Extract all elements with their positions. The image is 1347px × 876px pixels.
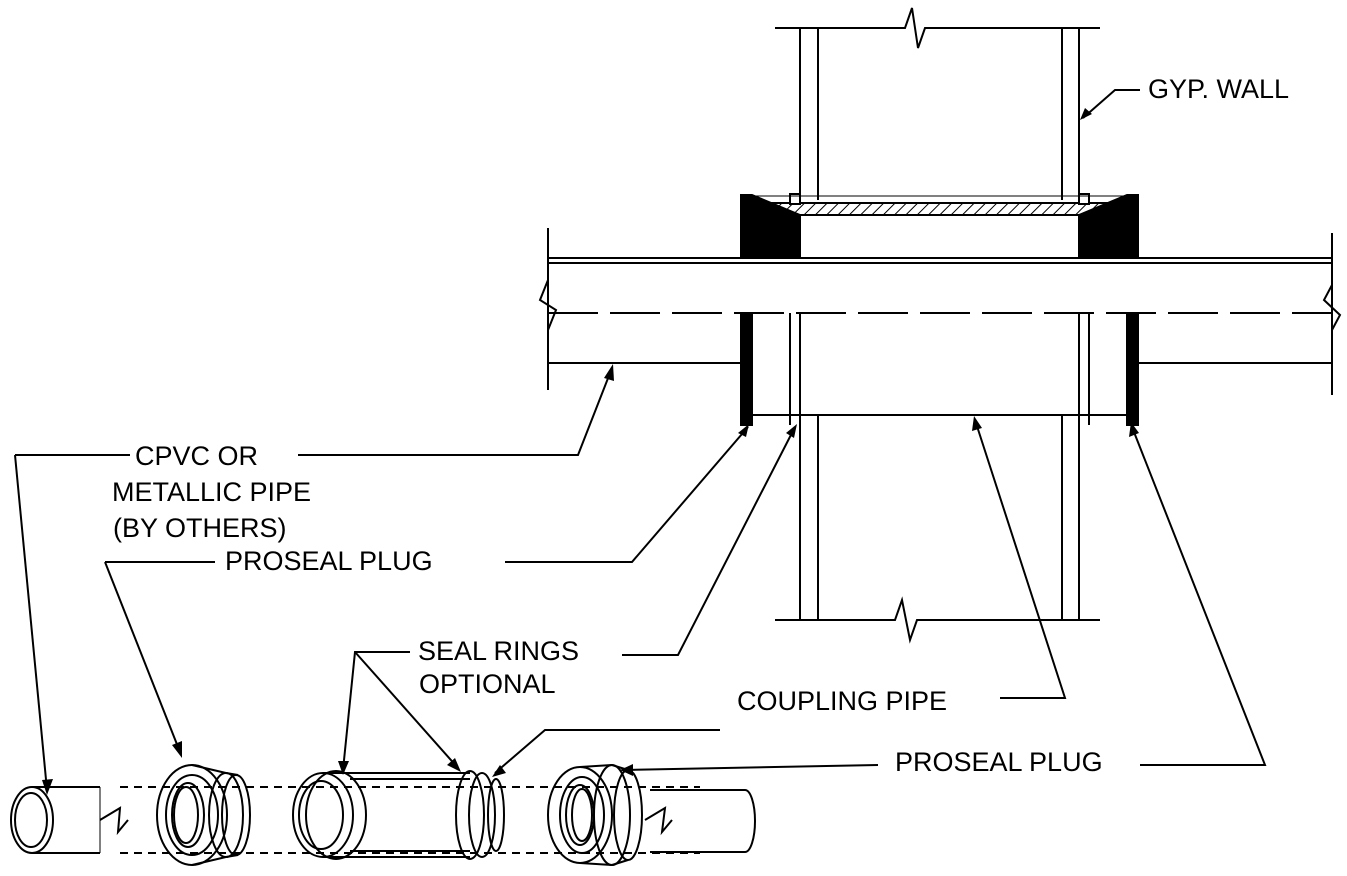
label-proseal-plug-left: PROSEAL PLUG bbox=[225, 546, 433, 576]
leader-lines bbox=[14, 89, 1267, 791]
label-coupling-pipe: COUPLING PIPE bbox=[737, 686, 948, 716]
coupling-pipe-section bbox=[752, 313, 1127, 425]
proseal-plug-top-right bbox=[1078, 194, 1139, 259]
leader-arrowheads bbox=[42, 108, 1139, 795]
label-seal-rings-line2: OPTIONAL bbox=[419, 669, 556, 699]
exploded-assembly bbox=[10, 764, 756, 866]
proseal-plug-top-left bbox=[740, 194, 801, 259]
pipe-section bbox=[538, 228, 1342, 395]
label-pipe-line1: CPVC OR bbox=[135, 441, 259, 471]
sleeve-hatched-section bbox=[751, 202, 1131, 216]
proseal-plug-bottom-left bbox=[740, 312, 753, 426]
label-seal-rings-line1: SEAL RINGS bbox=[418, 636, 580, 666]
proseal-plug-bottom-right bbox=[1126, 312, 1139, 426]
label-proseal-plug-right: PROSEAL PLUG bbox=[895, 747, 1103, 777]
label-gyp-wall: GYP. WALL bbox=[1148, 74, 1290, 104]
gypsum-wall-lower bbox=[775, 415, 1100, 644]
gypsum-wall-upper bbox=[775, 7, 1100, 200]
label-pipe-line2: METALLIC PIPE bbox=[112, 477, 312, 507]
label-pipe-line3: (BY OTHERS) bbox=[113, 513, 287, 543]
